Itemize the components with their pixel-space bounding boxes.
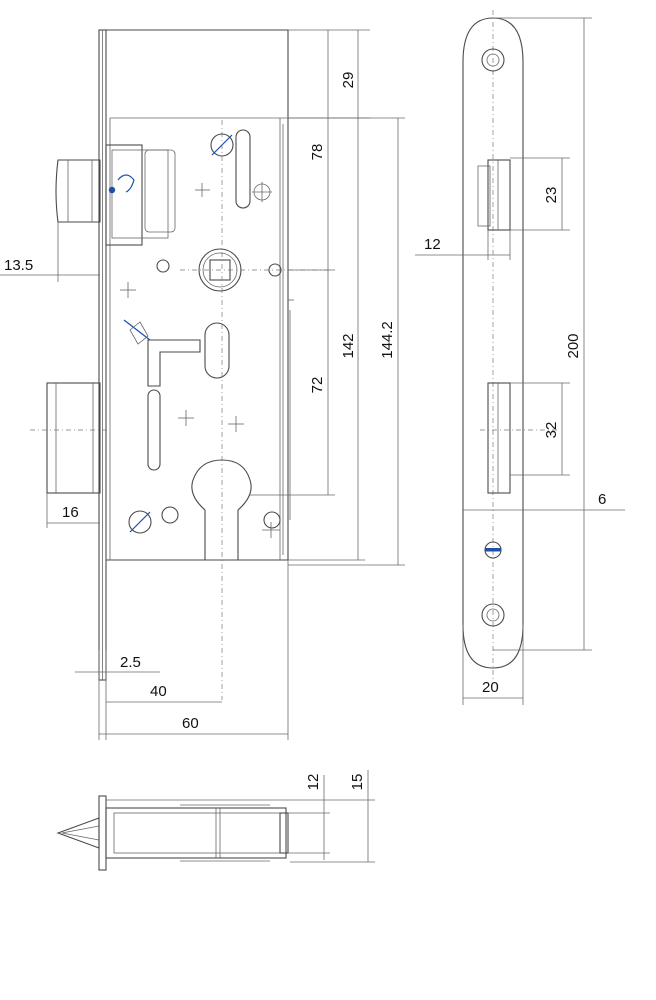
lock-case-outline	[106, 29, 289, 561]
dim-78: 78	[309, 144, 326, 161]
faceplate-side-view	[462, 10, 560, 680]
lock-body-front-view	[30, 29, 330, 700]
dim-12-bottom: 12	[305, 774, 322, 791]
dead-bolt	[30, 382, 110, 494]
bolt-opening	[487, 382, 511, 494]
dim-6: 6	[598, 491, 606, 508]
dim-23: 23	[543, 187, 560, 204]
dim-16: 16	[62, 504, 79, 521]
dim-2-5: 2.5	[120, 654, 141, 671]
dim-20: 20	[482, 679, 499, 696]
dim-72: 72	[309, 377, 326, 394]
dim-40: 40	[150, 683, 167, 700]
dim-29: 29	[340, 72, 357, 89]
latch-bolt	[55, 144, 176, 246]
dim-12-strike: 12	[424, 236, 441, 253]
dim-15: 15	[349, 774, 366, 791]
cylinder-cutout	[191, 459, 252, 560]
dim-32: 32	[543, 422, 560, 439]
dim-13-5: 13.5	[4, 257, 33, 274]
faceplate-dimensions: 23 12 200 32 6 20	[415, 17, 625, 705]
latch-opening	[487, 159, 511, 231]
dim-200: 200	[565, 333, 582, 358]
top-slot	[195, 129, 272, 209]
dim-142: 142	[340, 333, 357, 358]
dim-144-2: 144.2	[379, 321, 396, 359]
lock-top-view	[56, 795, 289, 871]
lock-body-dimensions: 29 78 142 144.2 72 13.5 16 2.5 40	[0, 29, 405, 740]
top-view-dimensions: 12 15	[106, 770, 375, 863]
dim-60: 60	[182, 715, 199, 732]
